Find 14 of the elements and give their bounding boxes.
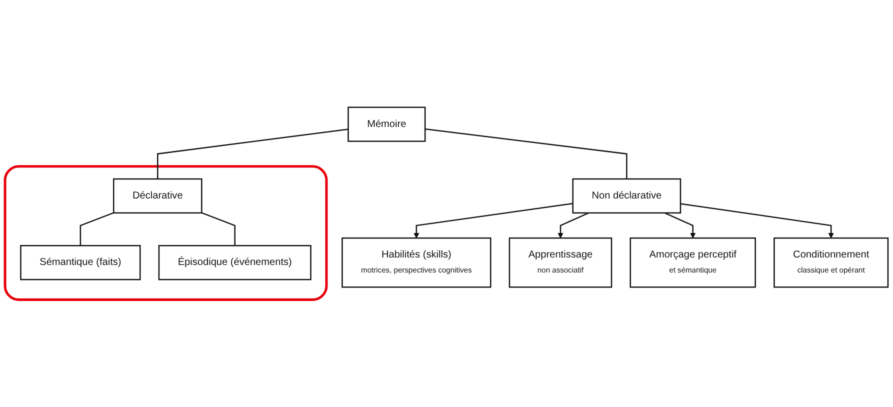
connector [157,128,348,179]
arrow [558,212,589,238]
node-box: Épisodique (événements) [158,245,312,280]
connector [80,212,114,246]
node-box: Non déclarative [572,178,682,214]
node-box: Sémantique (faits) [20,245,141,280]
connector [424,128,628,179]
arrow [664,212,696,238]
node-box: Déclarative [113,178,202,214]
arrow [414,202,573,238]
cluster [4,165,328,301]
arrow [680,203,834,238]
node-box: Mémoire [348,106,426,142]
connector [201,212,236,246]
